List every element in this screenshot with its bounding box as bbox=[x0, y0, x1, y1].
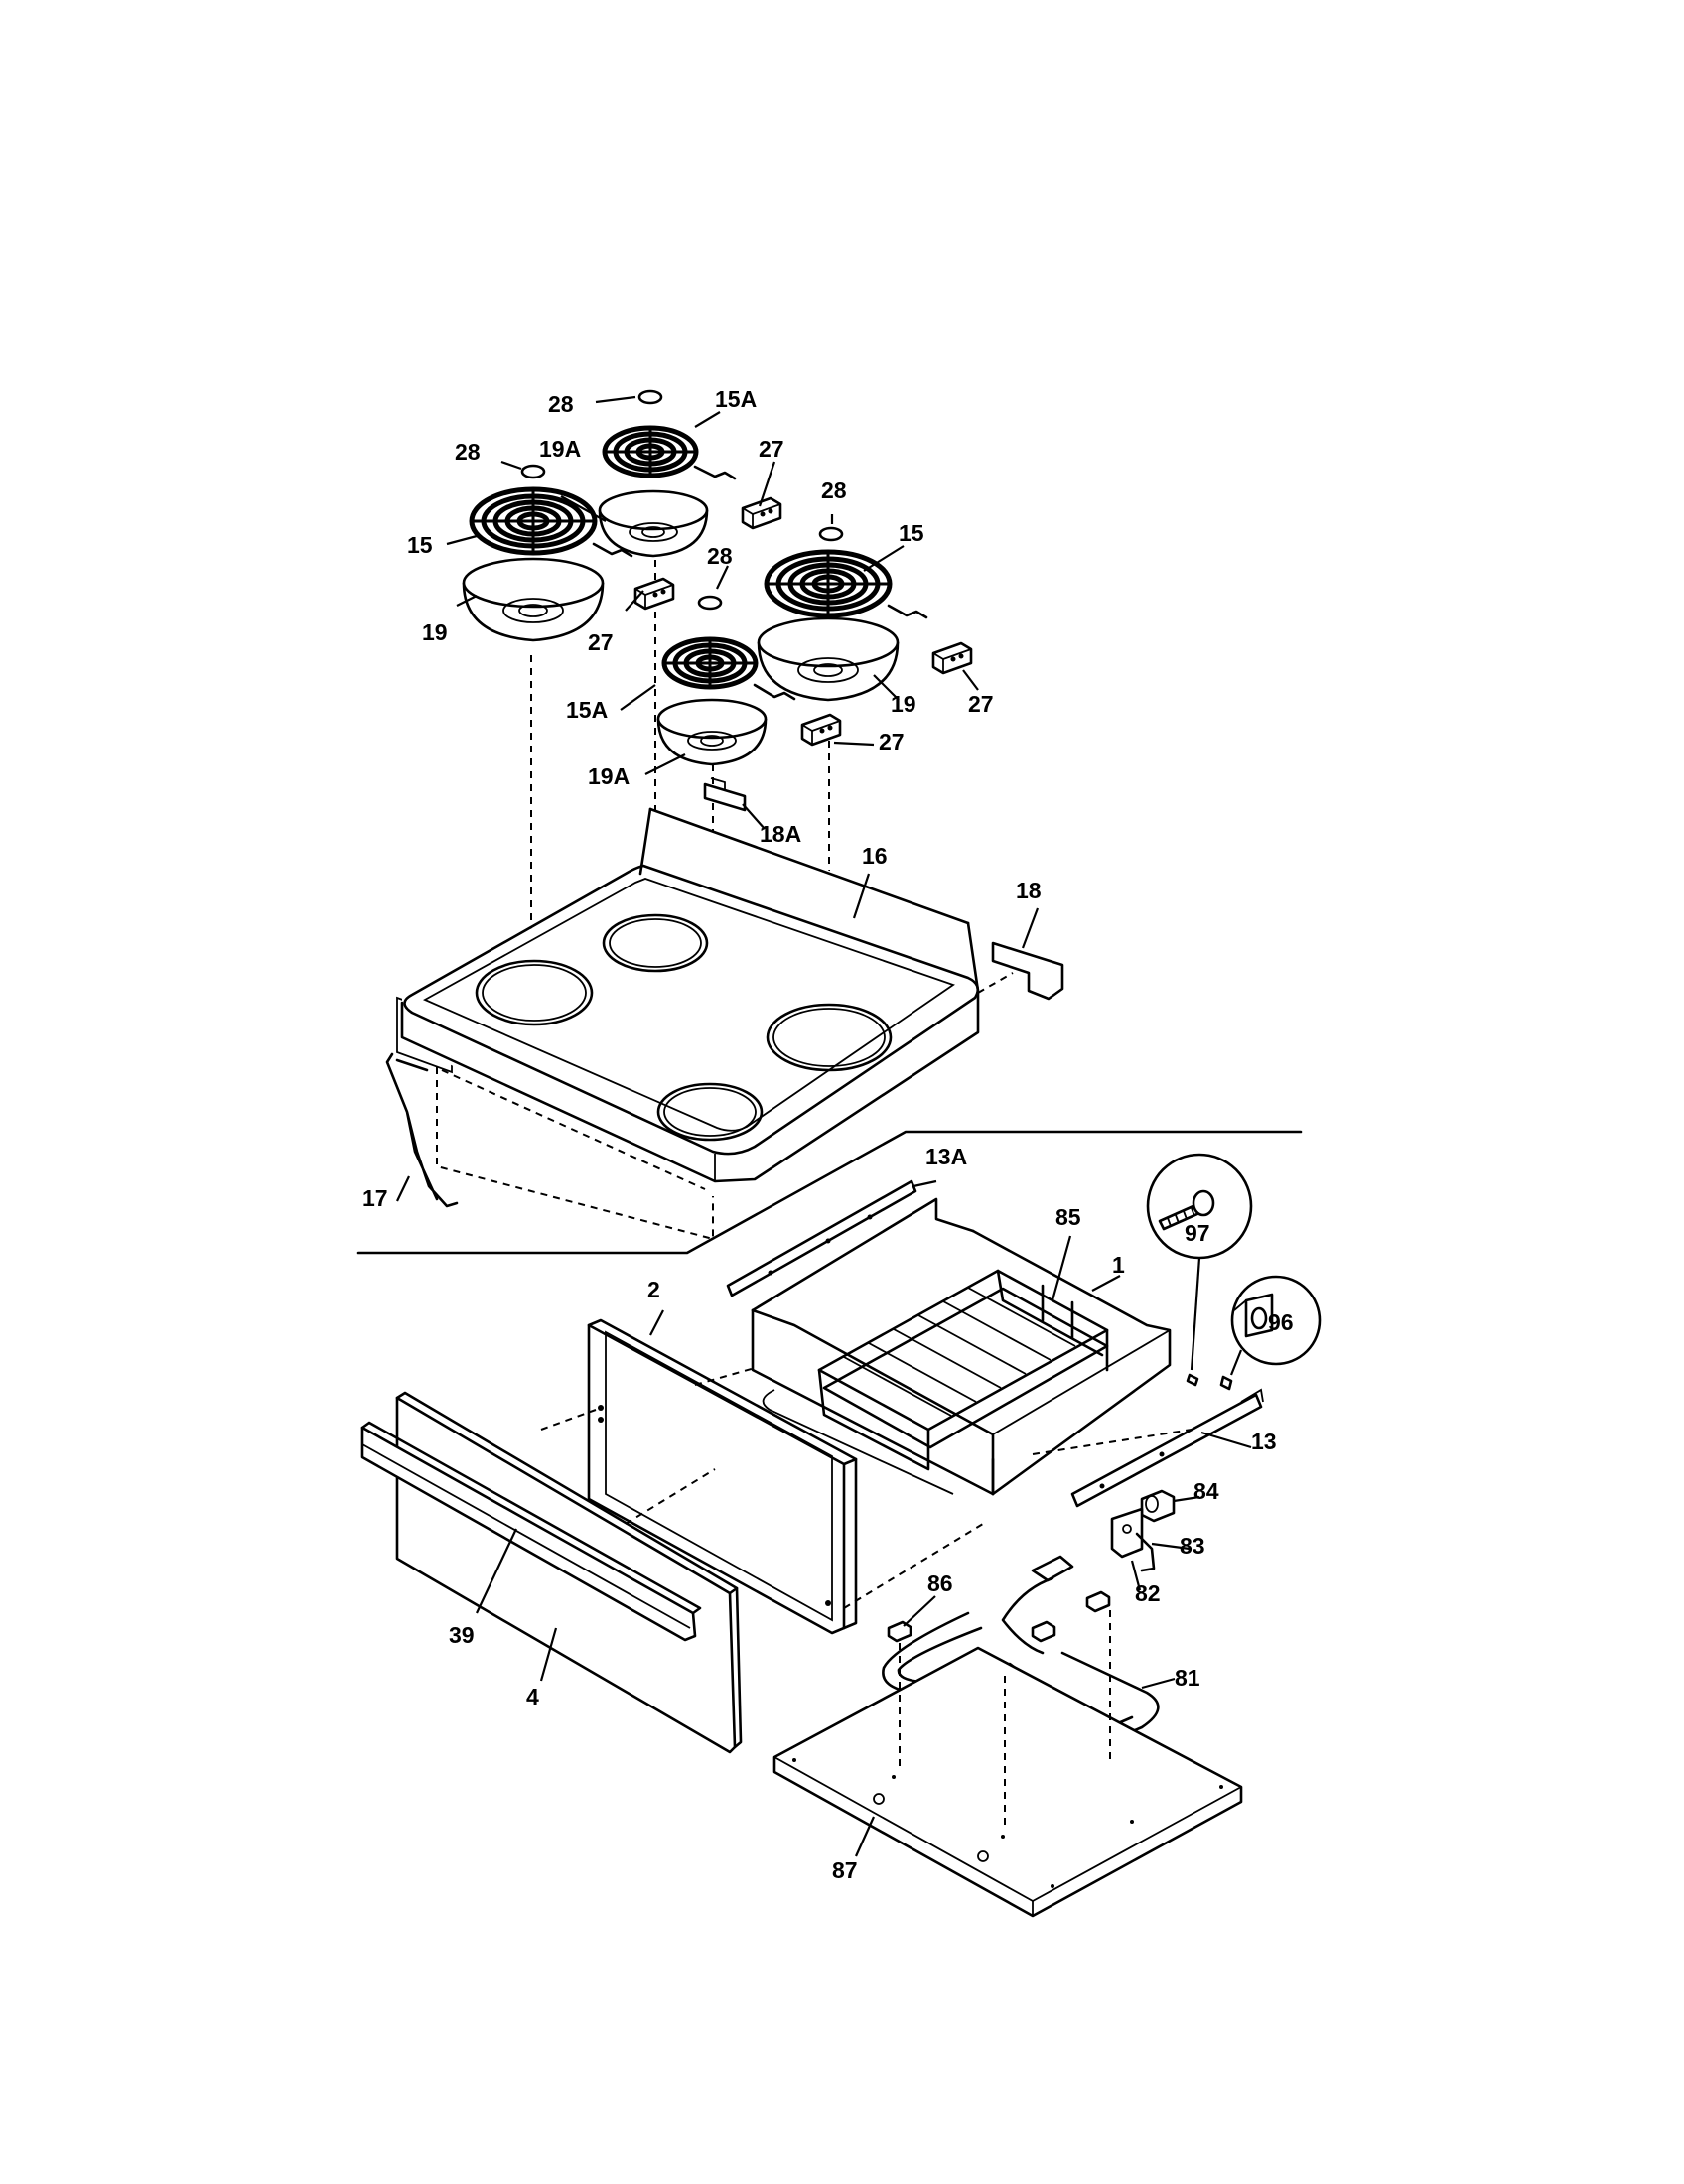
drawer-box-1 bbox=[751, 1197, 1172, 1496]
drawer-frame-2 bbox=[587, 1318, 858, 1635]
part-labels: 28 15A 28 19A 27 28 15 15 28 19 27 15A 1… bbox=[362, 386, 1294, 1883]
callout-pointers bbox=[1186, 1257, 1243, 1391]
label-27: 27 bbox=[588, 629, 614, 655]
label-87: 87 bbox=[832, 1857, 858, 1883]
label-19a: 19A bbox=[539, 436, 581, 462]
label-15a: 15A bbox=[715, 386, 757, 412]
label-18: 18 bbox=[1016, 878, 1042, 903]
label-19: 19 bbox=[422, 619, 448, 645]
bracket-18 bbox=[991, 941, 1064, 1001]
bracket-82-83 bbox=[1110, 1507, 1156, 1572]
surface-element-large-left bbox=[462, 464, 675, 642]
label-84: 84 bbox=[1193, 1478, 1219, 1504]
surface-element-small-rear bbox=[598, 389, 782, 558]
label-15a: 15A bbox=[566, 697, 608, 723]
surface-element-small-front bbox=[656, 595, 842, 766]
label-15: 15 bbox=[407, 532, 433, 558]
terminal-block-84 bbox=[1140, 1489, 1176, 1523]
label-4: 4 bbox=[526, 1684, 539, 1709]
label-28: 28 bbox=[455, 439, 481, 465]
label-27: 27 bbox=[968, 691, 994, 717]
clip-96-callout bbox=[1230, 1275, 1322, 1366]
handle-39 bbox=[360, 1421, 702, 1642]
label-39: 39 bbox=[449, 1622, 475, 1648]
top-guides bbox=[436, 972, 1014, 1241]
label-81: 81 bbox=[1175, 1665, 1200, 1691]
label-16: 16 bbox=[862, 843, 888, 869]
label-18a: 18A bbox=[760, 821, 801, 847]
label-13: 13 bbox=[1251, 1429, 1277, 1454]
floor-guides bbox=[899, 1610, 1111, 1827]
broiler-rack-85 bbox=[817, 1269, 1109, 1471]
clips-86 bbox=[887, 1590, 1111, 1643]
section-divider bbox=[356, 1130, 1303, 1255]
bracket-18a bbox=[703, 777, 747, 812]
label-27: 27 bbox=[759, 436, 784, 462]
label-28: 28 bbox=[707, 543, 733, 569]
leader-lines bbox=[396, 395, 1252, 1857]
label-28: 28 bbox=[548, 391, 574, 417]
label-85: 85 bbox=[1055, 1204, 1081, 1230]
label-19: 19 bbox=[891, 691, 916, 717]
label-28: 28 bbox=[821, 478, 847, 503]
label-97: 97 bbox=[1185, 1220, 1210, 1246]
label-96: 96 bbox=[1268, 1309, 1294, 1335]
drawer-rail-13a bbox=[726, 1179, 917, 1297]
label-27: 27 bbox=[879, 729, 905, 754]
main-top-16 bbox=[396, 807, 980, 1187]
label-13a: 13A bbox=[925, 1144, 967, 1169]
label-2: 2 bbox=[647, 1277, 660, 1302]
label-1: 1 bbox=[1112, 1252, 1125, 1278]
drawer-guides bbox=[540, 1367, 984, 1609]
label-17: 17 bbox=[362, 1185, 388, 1211]
label-19a: 19A bbox=[588, 763, 630, 789]
surface-element-large-right bbox=[757, 526, 973, 702]
lift-rod-17 bbox=[385, 1052, 459, 1208]
label-86: 86 bbox=[927, 1570, 953, 1596]
drawer-rail-13 bbox=[1032, 1388, 1264, 1508]
label-15: 15 bbox=[899, 520, 924, 546]
drawer-floor-87 bbox=[772, 1646, 1243, 1918]
label-82: 82 bbox=[1135, 1580, 1161, 1606]
label-83: 83 bbox=[1180, 1533, 1205, 1559]
